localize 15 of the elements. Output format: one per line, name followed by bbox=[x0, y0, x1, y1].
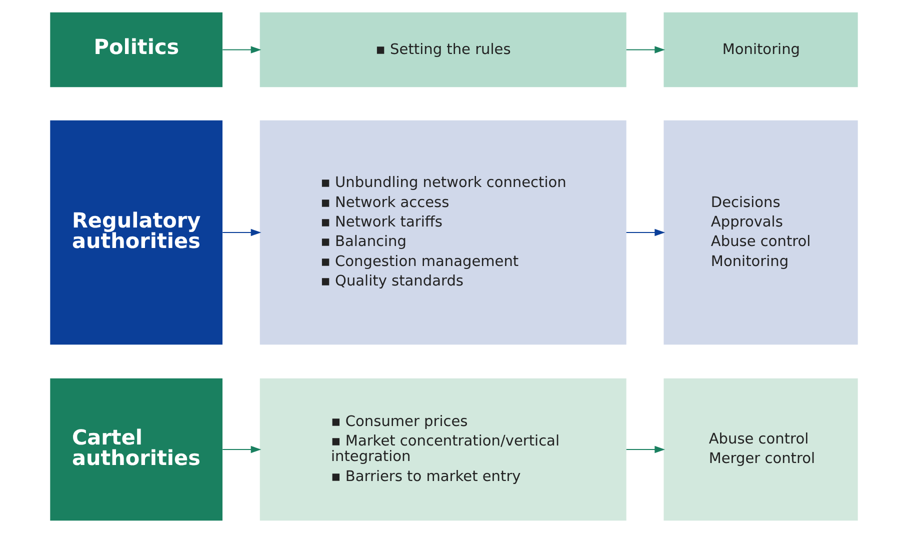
node-box: Regulatory authorities bbox=[50, 120, 222, 345]
arrow bbox=[626, 228, 666, 236]
node-box: ▪ Unbundling network connection ▪ Network access ▪ Network tariffs ▪ Balancing ▪ Congestion management ▪ Quality standards bbox=[260, 120, 626, 345]
arrow bbox=[222, 228, 262, 236]
arrow bbox=[626, 446, 666, 454]
node-box: ▪ Setting the rules bbox=[260, 12, 626, 88]
node-box: Abuse control Merger control bbox=[664, 378, 858, 521]
node-box: Monitoring bbox=[664, 12, 858, 88]
arrow bbox=[222, 46, 262, 54]
node-box: ▪ Consumer prices ▪ Market concentration/vertical integration ▪ Barriers to market entry bbox=[260, 378, 626, 521]
node-box: Decisions Approvals Abuse control Monitoring bbox=[664, 120, 858, 345]
arrow bbox=[222, 446, 262, 454]
node-box: Politics bbox=[50, 12, 222, 88]
arrow bbox=[626, 46, 666, 54]
node-box: Cartel authorities bbox=[50, 378, 222, 521]
